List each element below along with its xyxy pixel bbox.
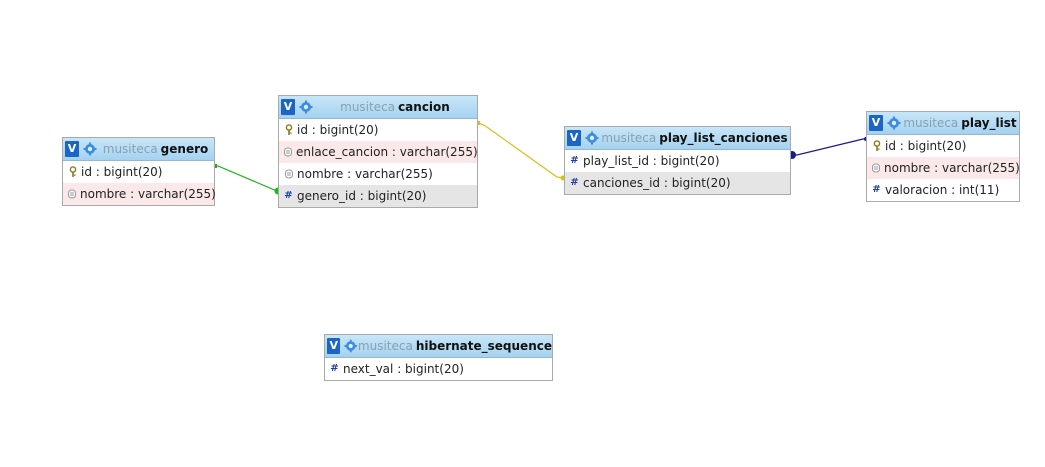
column-label: canciones_id : bigint(20) [583, 176, 731, 190]
column-label: genero_id : bigint(20) [297, 189, 427, 203]
gear-icon[interactable] [299, 100, 313, 114]
table-name: hibernate_sequence [415, 339, 552, 353]
relation-line-cancion [477, 122, 565, 179]
column-label: valoracion : int(11) [885, 183, 1000, 197]
column-row[interactable]: enlace_cancion : varchar(255) [279, 141, 478, 163]
relation-line-genero [214, 165, 278, 192]
database-name: musiteca [357, 339, 413, 353]
column-label: nombre : varchar(255) [884, 161, 1020, 175]
column-label: id : bigint(20) [885, 139, 967, 153]
key-icon [872, 140, 881, 152]
relation-playlist-canciones [788, 137, 868, 159]
database-name: musiteca [601, 131, 657, 145]
toggle-columns-button[interactable]: V [281, 99, 295, 115]
key-icon [284, 124, 293, 136]
column-row[interactable]: nombre : varchar(255) [279, 163, 477, 185]
column-label: nombre : varchar(255) [297, 167, 433, 181]
table-name: play_list [961, 116, 1017, 130]
gear-icon[interactable] [887, 116, 901, 130]
relation-cancion-genero [213, 164, 282, 195]
column-row[interactable]: id : bigint(20) [63, 161, 214, 183]
gear-icon[interactable] [585, 131, 599, 145]
column-label: id : bigint(20) [81, 165, 163, 179]
gear-icon[interactable] [344, 339, 358, 353]
toggle-columns-button[interactable]: V [65, 141, 79, 157]
column-label: nombre : varchar(255) [80, 187, 216, 201]
column-row[interactable]: id : bigint(20) [279, 119, 477, 141]
column-row[interactable]: nombre : varchar(255) [63, 183, 216, 205]
hash-icon: # [330, 363, 339, 374]
column-row[interactable]: nombre : varchar(255) [867, 157, 1020, 179]
toggle-columns-button[interactable]: V [869, 115, 883, 131]
hash-icon: # [284, 190, 293, 201]
column-label: enlace_cancion : varchar(255) [296, 145, 478, 159]
table-name: play_list_canciones [659, 131, 788, 145]
hash-icon: # [570, 155, 579, 166]
unique-icon [68, 189, 76, 199]
unique-icon [284, 169, 293, 179]
column-label: next_val : bigint(20) [343, 362, 464, 376]
database-name: musiteca [340, 100, 396, 114]
hash-icon: # [570, 177, 579, 188]
unique-icon [284, 147, 292, 157]
column-label: play_list_id : bigint(20) [583, 154, 720, 168]
toggle-columns-button[interactable]: V [567, 130, 581, 146]
column-row[interactable]: # play_list_id : bigint(20) [565, 150, 790, 172]
database-name: musiteca [102, 142, 158, 156]
column-row[interactable]: # valoracion : int(11) [867, 179, 1019, 201]
relation-line-playlist [791, 138, 866, 156]
gear-icon[interactable] [83, 142, 97, 156]
database-name: musiteca [903, 116, 959, 130]
column-row[interactable]: # canciones_id : bigint(20) [565, 172, 790, 194]
column-row[interactable]: # next_val : bigint(20) [325, 358, 552, 380]
column-row[interactable]: # genero_id : bigint(20) [279, 185, 477, 207]
toggle-columns-button[interactable]: V [327, 338, 341, 354]
table-name: genero [160, 142, 209, 156]
column-label: id : bigint(20) [297, 123, 379, 137]
hash-icon: # [872, 184, 881, 195]
column-row[interactable]: id : bigint(20) [867, 135, 1019, 157]
relation-canciones-cancion [476, 121, 566, 181]
table-name: cancion [398, 100, 450, 114]
key-icon [68, 166, 77, 178]
unique-icon [872, 163, 880, 173]
